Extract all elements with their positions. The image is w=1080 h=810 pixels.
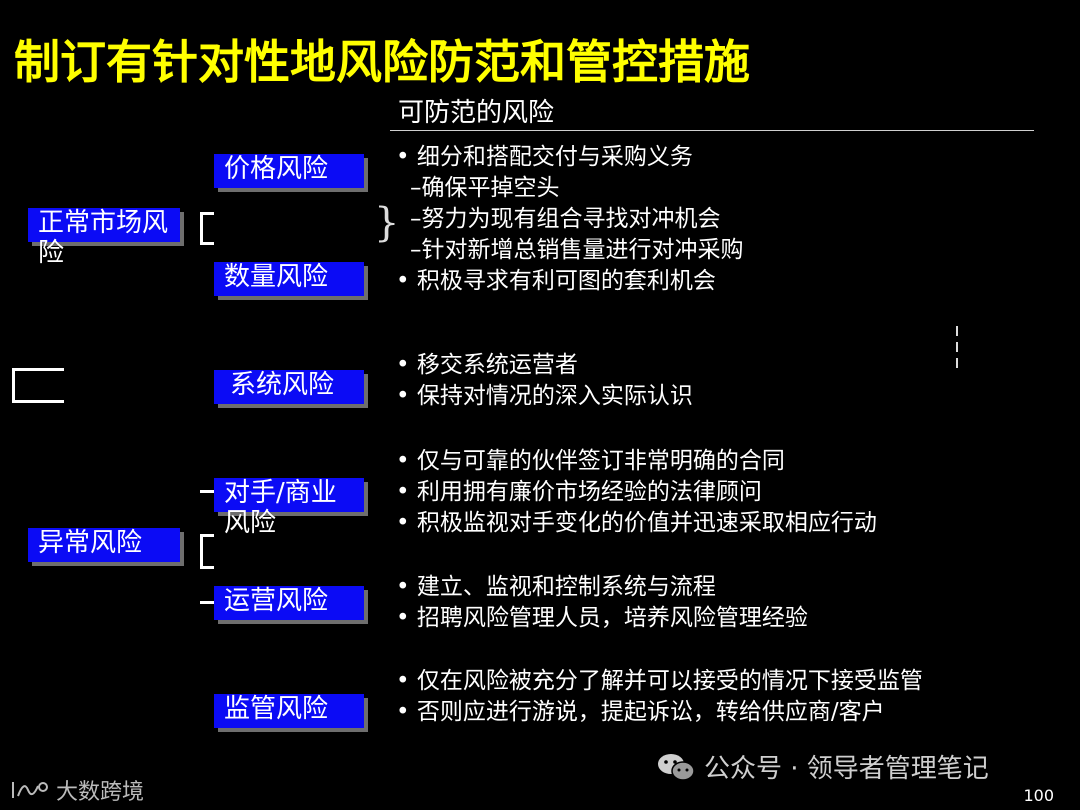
operation-tick [200, 601, 214, 604]
column-header: 可防范的风险 [398, 98, 555, 128]
counterparty-tick [200, 490, 214, 493]
abnormal-bracket-bottom [200, 566, 214, 569]
risk-regulatory: 监管风险 [214, 694, 364, 728]
normal-bracket-top [200, 212, 214, 215]
measures-system: • 移交系统运营者 • 保持对情况的深入实际认识 [396, 350, 693, 412]
measure-item: • 利用拥有廉价市场经验的法律顾问 [396, 479, 762, 505]
measures-counterparty: • 仅与可靠的伙伴签订非常明确的合同 • 利用拥有廉价市场经验的法律顾问 • 积… [396, 446, 877, 539]
risk-price: 价格风险 [214, 154, 364, 188]
measure-item: • 积极监视对手变化的价值并迅速采取相应行动 [396, 510, 877, 536]
risk-quantity: 数量风险 [214, 262, 364, 296]
header-divider [390, 130, 1034, 131]
measure-item: • 移交系统运营者 [396, 352, 578, 378]
dashed-marker [956, 358, 958, 368]
watermark-text: 公众号 · 领导者管理笔记 [704, 754, 989, 784]
measure-item: –确保平掉空头 [410, 175, 560, 201]
measure-item: • 积极寻求有利可图的套利机会 [396, 268, 716, 294]
brand-icon [12, 782, 48, 798]
abnormal-bracket-vertical [200, 534, 203, 568]
measure-item: • 保持对情况的深入实际认识 [396, 383, 693, 409]
risk-system: 系统风险 [214, 370, 364, 404]
normal-bracket-vertical [200, 212, 203, 244]
measure-item: • 细分和搭配交付与采购义务 [396, 144, 693, 170]
measure-item: • 招聘风险管理人员，培养风险管理经验 [396, 605, 808, 631]
wechat-icon [658, 753, 695, 781]
risk-operation: 运营风险 [214, 586, 364, 620]
category-normal-market-risk: 正常市场风险 [28, 208, 180, 268]
dashed-marker [956, 326, 958, 336]
measure-item: • 仅在风险被充分了解并可以接受的情况下接受监管 [396, 668, 923, 694]
risk-counterparty: 对手/商业风险 [214, 478, 364, 538]
measure-item: • 否则应进行游说，提起诉讼，转给供应商/客户 [396, 699, 885, 725]
measure-item: • 建立、监视和控制系统与流程 [396, 574, 716, 600]
normal-bracket-bottom [200, 242, 214, 245]
root-bracket-vertical [12, 368, 15, 402]
root-bracket-bottom [12, 400, 64, 403]
dashed-marker [956, 342, 958, 352]
measure-item: • 仅与可靠的伙伴签订非常明确的合同 [396, 448, 785, 474]
measures-market: • 细分和搭配交付与采购义务 –确保平掉空头 –努力为现有组合寻找对冲机会 –针… [396, 142, 744, 297]
watermark: 公众号 · 领导者管理笔记 [656, 748, 989, 785]
brand-logo: 大数跨境 [10, 774, 144, 806]
measures-operation: • 建立、监视和控制系统与流程 • 招聘风险管理人员，培养风险管理经验 [396, 572, 808, 634]
measure-item: –针对新增总销售量进行对冲采购 [410, 237, 744, 263]
category-abnormal-risk: 异常风险 [28, 528, 180, 562]
curly-brace: } [374, 200, 400, 246]
root-bracket-top [12, 368, 64, 371]
measure-item: –努力为现有组合寻找对冲机会 [410, 206, 721, 232]
page-number: 100 [1023, 786, 1054, 805]
abnormal-bracket-top [200, 534, 214, 537]
slide-title: 制订有针对性地风险防范和管控措施 [14, 35, 750, 89]
brand-text: 大数跨境 [56, 780, 145, 805]
measures-regulatory: • 仅在风险被充分了解并可以接受的情况下接受监管 • 否则应进行游说，提起诉讼，… [396, 666, 923, 728]
